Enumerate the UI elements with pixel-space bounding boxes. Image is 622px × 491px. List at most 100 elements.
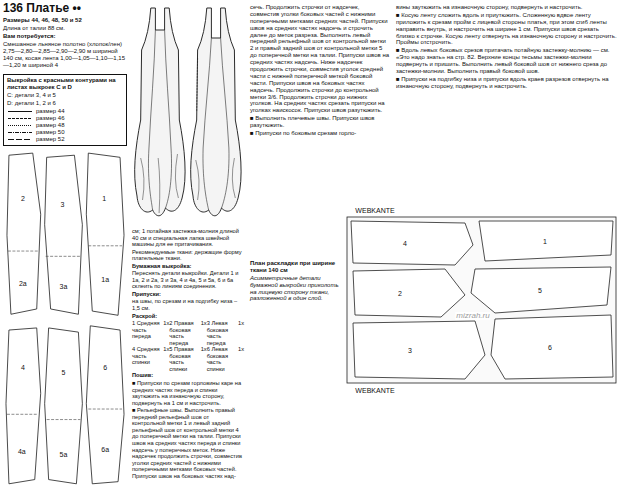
piece-number: 3 [407,347,413,354]
layout-piece [353,269,465,317]
instruction-text: ■ Рельефные швы. Выполнить правый передн… [132,407,244,479]
legend-text: размер 52 [36,136,65,143]
text-column: План раскладки при ширине ткани 140 смАс… [250,260,340,303]
sheet-note: D: детали 1, 2 и 6 [7,100,123,107]
selvage-label: WEBKANTE [354,387,395,394]
legend-sample [7,109,33,114]
dress-front [135,8,185,216]
seam-line [203,38,211,210]
legend-text: размер 50 [36,129,65,136]
piece-number: 1 [101,195,107,202]
legend-sample [7,116,33,121]
watermark: mizrah.ru [455,312,490,320]
text-column: см; 1 потайная застежка-молния длиной 40… [132,228,244,480]
legend-line [8,132,32,133]
layout-piece [491,315,613,379]
legend-sample [7,123,33,128]
legend-text: размер 48 [36,122,65,129]
instruction-text: на швы, по срезам и на подгибку низа – 1… [132,298,244,311]
piece-number: 2 [397,290,403,297]
section-heading: Раскрой: [132,313,244,320]
legend-box: Выкройка с красными контурами на листах … [3,74,127,146]
pattern-piece [45,155,83,314]
instruction-text: Переснять детали выкройки. Детали 1 и 1а… [132,270,244,290]
page-title: 136 Платье •• [3,2,127,15]
pattern-piece [45,328,83,484]
pattern-outline [6,153,124,484]
drawing-line [8,251,39,252]
legend-entry: размер 46 [7,115,123,122]
cutting-item: 2 Правая боковая часть переда [169,320,198,346]
piece-number: 4а [17,448,27,455]
zipper-line [196,58,198,112]
legend-line [8,139,32,140]
legend-line [8,111,32,112]
piece-number: 1 [542,238,548,245]
text-column: вины заутюжить на изнаночную сторону, по… [396,4,618,91]
piece-number: 6 [547,343,553,350]
drawing-line [46,256,81,257]
legend-sample [7,130,33,135]
legend-text: размер 46 [36,115,65,122]
selvage-label: WEBKANTE [354,207,395,214]
drawing-line [88,245,122,246]
section-heading: Пошив: [132,372,244,379]
legend-entry: размер 50 [7,129,123,136]
dress-outline [191,8,241,216]
materials-text: Смешанное льняное полотно (хлопок/лен) 2… [3,41,127,69]
drawing-line [47,419,81,420]
cutting-item: 4 Средняя часть спинки [132,346,161,366]
pattern-area: 22а33а11а44а55а66а [3,151,127,488]
cutting-count: 1x [236,346,244,353]
section-heading: Припуски: [132,291,244,298]
fabric-rect [347,217,616,383]
fabric-note: Рекомендуемые ткани: держащие форму плат… [132,249,244,262]
size-range: Размеры 44, 46, 48, 50 и 52 [3,17,127,24]
layout-piece [479,221,613,261]
sheet-note: C: детали 3, 4 и 5 [7,92,123,99]
drawing-line [7,414,38,415]
cutting-count: 1x [199,320,207,327]
piece-number: 5а [59,451,69,458]
layout-piece [351,221,473,265]
pattern-piece [86,153,124,315]
legend-entry: размер 52 [7,136,123,143]
materials-text: см; 1 потайная застежка-молния длиной 40… [132,228,244,248]
box-heading: Выкройка с красными контурами на листах … [7,77,123,91]
piece-number: 2 [20,195,26,202]
joining-line [7,246,122,420]
legend-sample [7,137,33,142]
instruction-text: ■ Припуски по боковым срезам горло- [250,130,390,137]
layout-pieces [351,221,613,379]
dress-outline [135,8,185,216]
piece-number: 1а [100,276,110,283]
layout-note: Асимметричные детали бумажной выкройки п… [250,275,340,303]
instruction-text: ■ Вдоль левых боковых срезов притачать п… [396,47,618,75]
drawing-line [88,409,122,410]
cutting-count: 1x [236,320,244,327]
piece-number: 6а [100,446,110,453]
dress-back [191,8,241,216]
instruction-text: ■ Припуски по срезам горловины каре на с… [132,380,244,406]
layout-heading: План раскладки при ширине ткани 140 см [250,260,340,274]
piece-number: 2а [18,279,28,286]
piece-number: 6 [102,363,108,370]
piece-number: 4 [20,363,26,370]
instruction-text: сечь. Продолжить строчки от надсечек, со… [250,4,390,114]
pattern-piece [6,328,41,484]
pattern-piece [86,326,124,484]
piece-number: 4 [402,240,408,247]
cutting-count: 1x [199,346,207,353]
pattern-piece [7,153,41,314]
instruction-text: ■ Косую ленту сложить вдоль и приутюжить… [396,12,618,46]
piece-number: 5 [537,287,543,294]
cutting-count: 1x [161,346,169,353]
dress-illustration [130,0,246,226]
text-column: 136 Платье •• Размеры 44, 46, 48, 50 и 52… [3,2,127,69]
seam-line [221,38,229,208]
section-heading: Вам потребуется: [3,33,127,40]
piece-number: 5 [61,369,67,376]
piece-number: 3 [60,200,66,207]
legend-entry: размер 44 [7,108,123,115]
